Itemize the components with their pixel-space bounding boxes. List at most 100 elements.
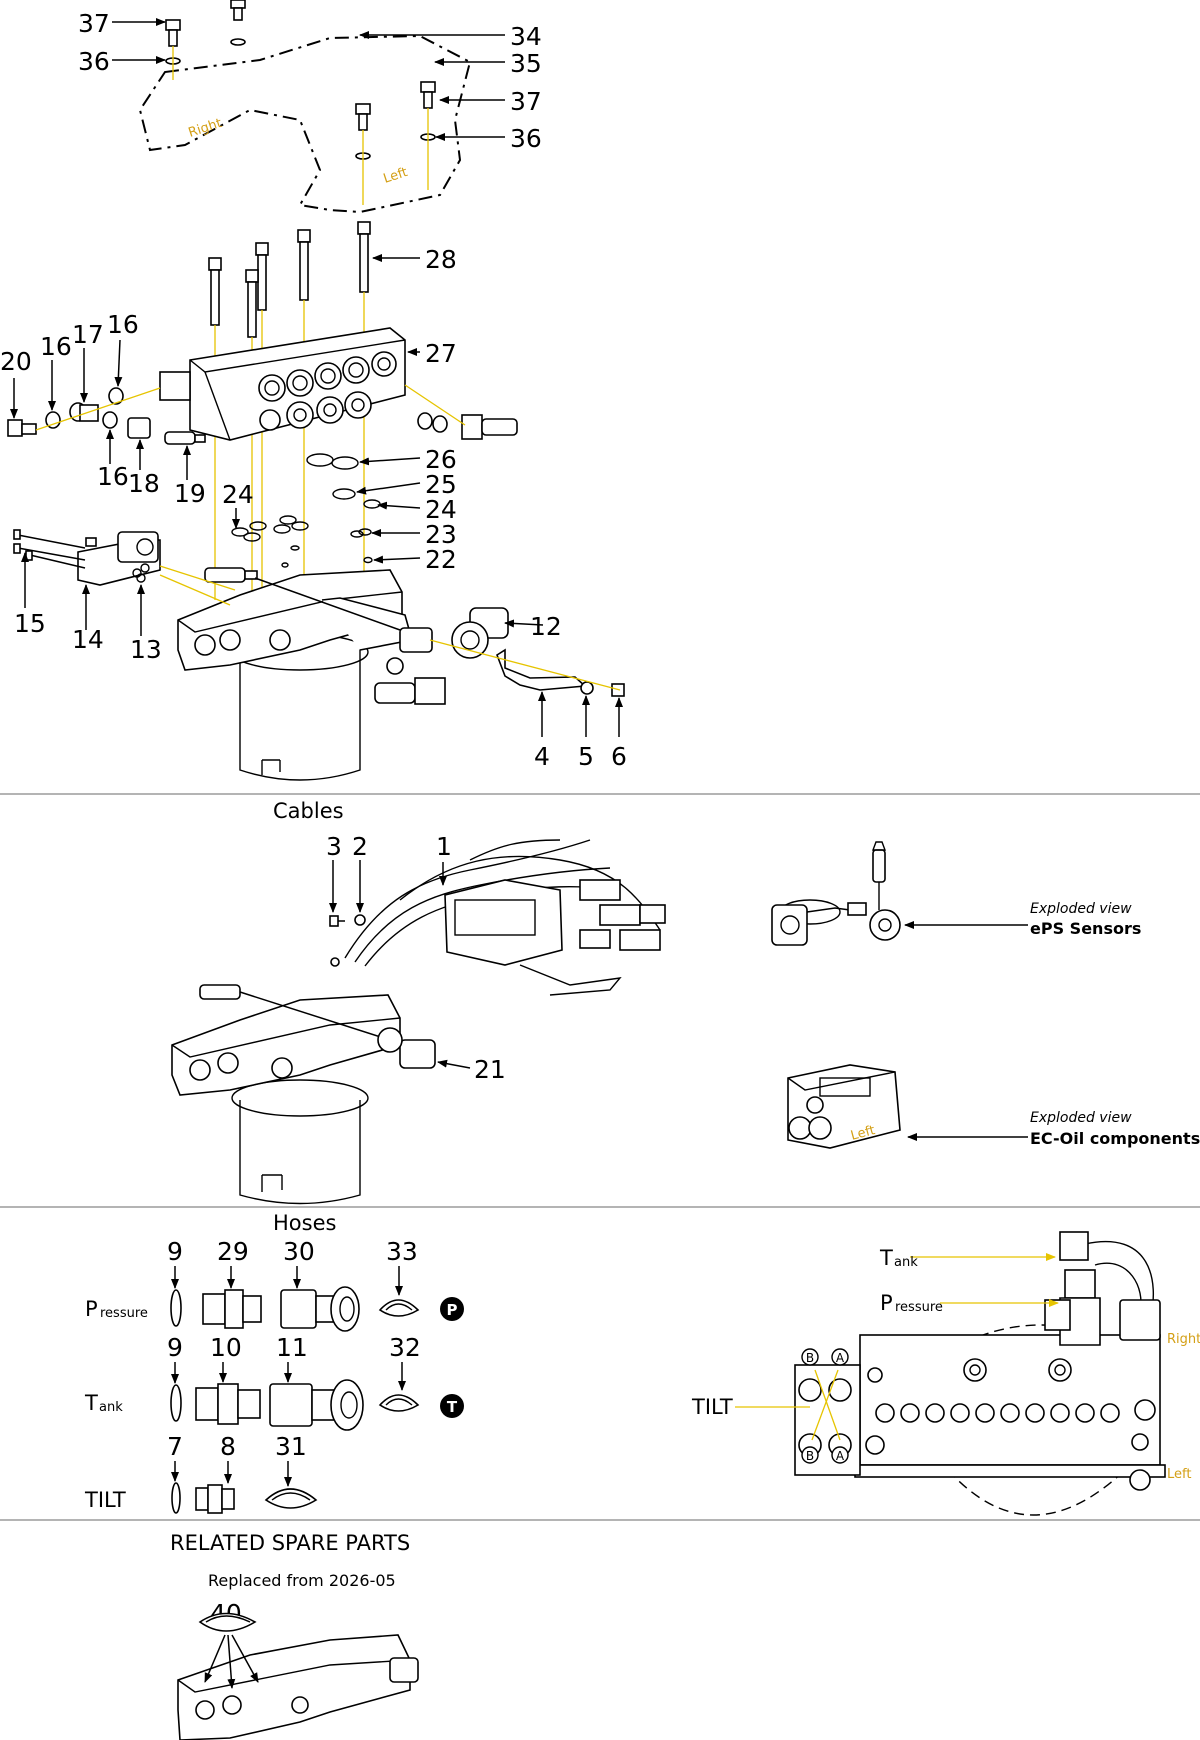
oring-13: [132, 563, 150, 583]
svg-text:A: A: [836, 1449, 845, 1463]
coil-sleeve: [399, 627, 433, 653]
side-module: [77, 531, 161, 586]
sleeve-18: [127, 417, 151, 439]
valve-tank-label: T ank: [879, 1246, 918, 1270]
label-16-c: 16: [97, 462, 129, 491]
svg-text:B: B: [806, 1449, 814, 1463]
label-32: 32: [389, 1333, 421, 1362]
hose-row-pressure-label: P ressure: [85, 1297, 148, 1321]
eps-sensors-graphic: [771, 841, 901, 946]
seal-stack: [231, 453, 381, 568]
tank-port-symbol: [440, 1394, 464, 1418]
eps-title: ePS Sensors: [1030, 919, 1141, 938]
label-17: 17: [72, 320, 104, 349]
svg-text:ressure: ressure: [895, 1300, 943, 1315]
cables-title: Cables: [273, 799, 344, 823]
plug-20: [7, 419, 37, 437]
label-7: 7: [167, 1432, 183, 1461]
label-9-tank: 9: [167, 1333, 183, 1362]
label-26: 26: [425, 445, 457, 474]
ec-oil-graphic: Left: [787, 1064, 901, 1149]
port-b-top: B: [801, 1348, 819, 1366]
adapter-10: [195, 1383, 261, 1425]
valve-block: [159, 327, 406, 441]
bottom-fitting: [374, 677, 446, 705]
svg-text:P: P: [880, 1291, 893, 1315]
exploded-assembly: Right Left: [7, 0, 625, 781]
o-ring-16-top: [108, 387, 124, 405]
o-ring-16-low: [102, 411, 118, 429]
solenoid-coil: [451, 607, 509, 659]
base-manifold: [177, 569, 414, 781]
label-27: 27: [425, 339, 457, 368]
adapter-17: [69, 402, 99, 422]
label-2: 2: [352, 832, 368, 861]
cable-washer: [354, 914, 366, 926]
label-22: 22: [425, 545, 457, 574]
label-21: 21: [474, 1055, 506, 1084]
label-4: 4: [534, 742, 550, 771]
label-24-left: 24: [222, 480, 254, 509]
label-28: 28: [425, 245, 457, 274]
labels-top: 37 36 34 35 37 36 28 27 26 25 24 23 22 2…: [0, 9, 627, 771]
long-bolt: [357, 221, 371, 293]
label-23: 23: [425, 520, 457, 549]
sensor-probe: [204, 567, 258, 583]
label-37-top: 37: [78, 9, 110, 38]
eps-italic: Exploded view: [1030, 901, 1132, 917]
valve-side-view: [794, 1231, 1166, 1516]
elbow-11: [269, 1379, 364, 1431]
adapter-8: [195, 1484, 235, 1514]
svg-text:ank: ank: [99, 1400, 123, 1415]
long-bolt: [245, 269, 259, 338]
label-37-right: 37: [510, 87, 542, 116]
svg-text:T: T: [447, 1398, 458, 1416]
cover-left-mark: Left: [382, 165, 410, 187]
label-19: 19: [174, 479, 206, 508]
label-36-top: 36: [78, 47, 110, 76]
label-20: 20: [0, 347, 32, 376]
label-16-b: 16: [107, 310, 139, 339]
label-34: 34: [510, 22, 542, 51]
label-9-pressure: 9: [167, 1237, 183, 1266]
svg-text:T: T: [879, 1246, 893, 1270]
svg-text:A: A: [836, 1351, 845, 1365]
cables-base: [171, 984, 436, 1205]
label-30: 30: [283, 1237, 315, 1266]
screw-15: [13, 529, 86, 569]
pin-19: [164, 431, 206, 445]
valve-tilt-label: TILT: [691, 1395, 733, 1419]
cable-harness: [344, 839, 666, 996]
leaders-top: [10, 18, 623, 737]
seal-32: [378, 1394, 420, 1412]
svg-text:P: P: [447, 1301, 458, 1319]
related-manifold: [177, 1612, 419, 1740]
port-b-bottom: B: [801, 1446, 819, 1464]
label-25: 25: [425, 470, 457, 499]
replaced-note: Replaced from 2026-05: [208, 1571, 396, 1590]
o-ring-16: [45, 411, 61, 429]
label-36-right: 36: [510, 124, 542, 153]
label-24-right: 24: [425, 495, 457, 524]
ec-title: EC-Oil components: [1030, 1129, 1200, 1148]
valve-pressure-label: P ressure: [880, 1291, 943, 1315]
label-1: 1: [436, 832, 452, 861]
label-13: 13: [130, 635, 162, 664]
nut-5: [580, 681, 594, 695]
seal-7: [171, 1482, 181, 1514]
related-title: RELATED SPARE PARTS: [170, 1531, 410, 1555]
port-a-bottom: A: [831, 1446, 849, 1464]
hose-row-tilt-label: TILT: [84, 1488, 126, 1512]
tilt-cross-lines: [811, 1369, 841, 1441]
port-a-top: A: [831, 1348, 849, 1366]
ec-italic: Exploded view: [1030, 1110, 1132, 1126]
pressure-port-symbol: [440, 1297, 464, 1321]
cover-plate: [138, 34, 472, 214]
seal-9-tank: [170, 1384, 182, 1422]
leaders-hoses: [171, 1266, 406, 1487]
cable-screw: [329, 915, 345, 927]
label-12: 12: [530, 612, 562, 641]
cover-right-mark: Right: [187, 116, 224, 141]
seal-33: [378, 1299, 420, 1317]
